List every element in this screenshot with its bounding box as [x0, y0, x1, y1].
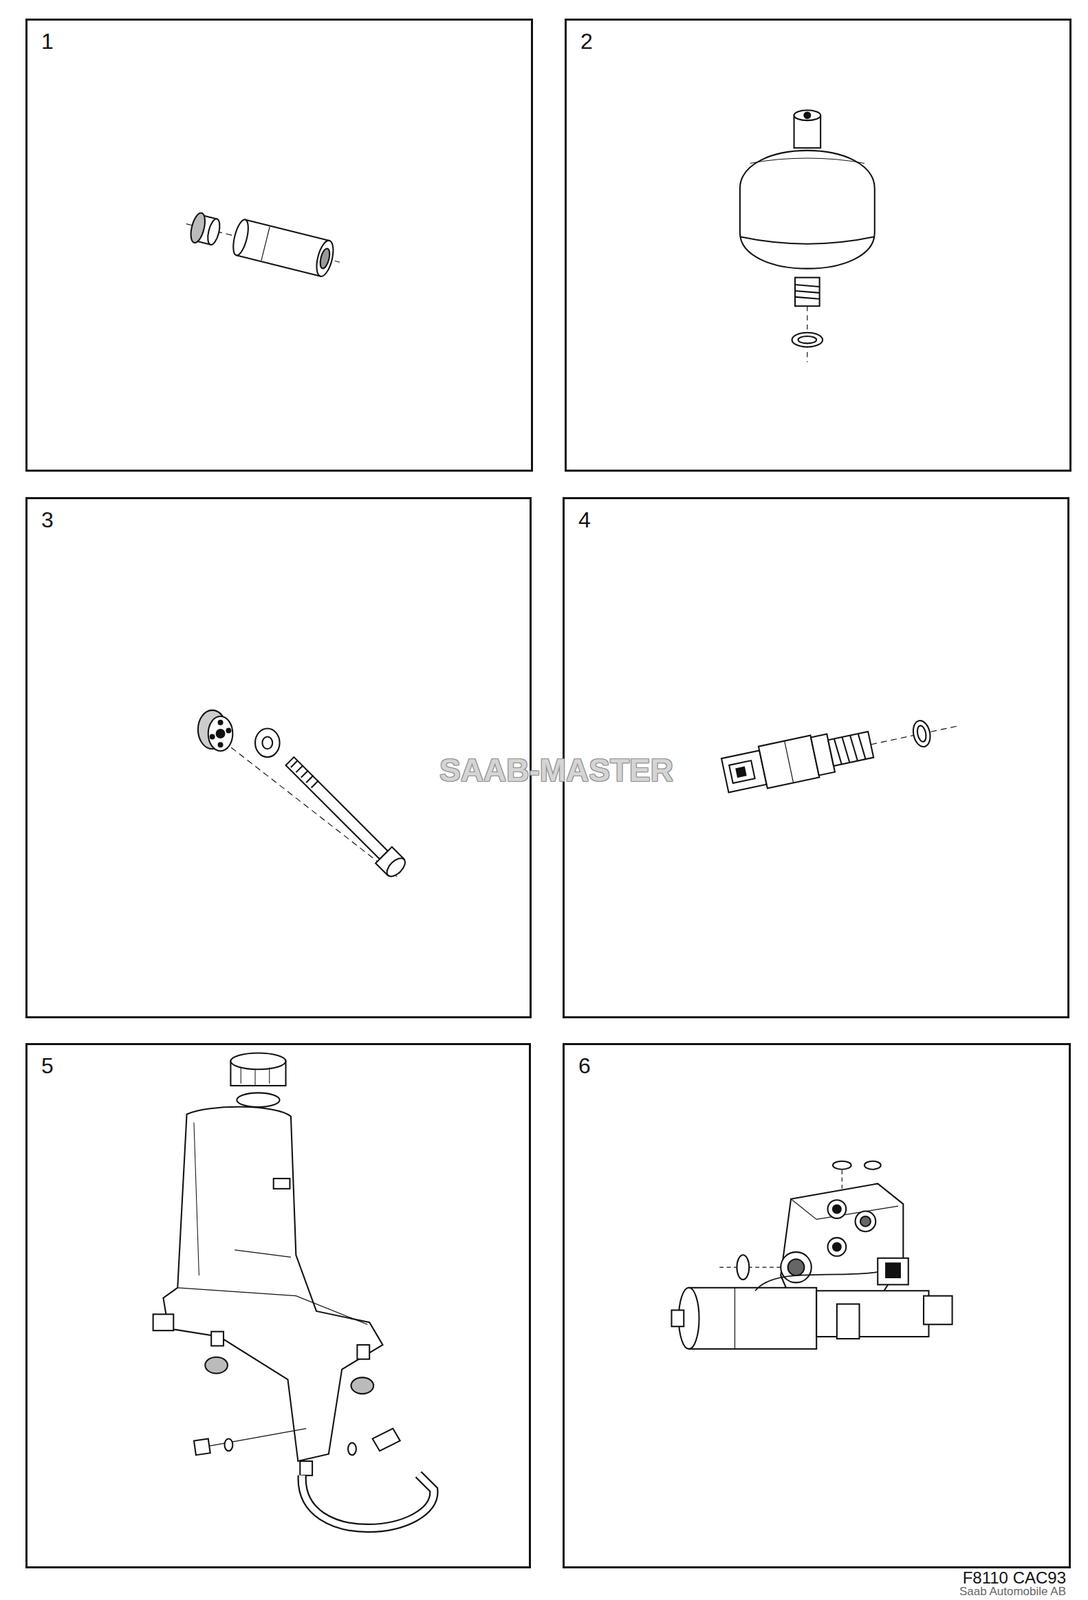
watermark: SAAB-MASTER	[439, 754, 674, 787]
callout-number: 6	[578, 1054, 591, 1077]
accumulator-drawing	[740, 110, 875, 363]
valve-unit-drawing	[671, 1161, 952, 1350]
bushing-drawing	[181, 206, 344, 280]
copyright-note: Saab Automobile AB	[959, 1585, 1066, 1598]
callout-number: 3	[41, 508, 54, 531]
callout-number: 2	[580, 30, 593, 53]
callout-number: 5	[41, 1054, 54, 1077]
figure-code: F8110 CAC93	[962, 1570, 1066, 1587]
callout-number: 1	[41, 30, 54, 53]
bolt-drawing	[198, 710, 409, 880]
callout-number: 4	[578, 508, 591, 531]
figure-panel: 5	[25, 1043, 531, 1569]
reservoir-drawing	[153, 1052, 434, 1529]
sensor-drawing	[720, 705, 962, 798]
figure-panel: 2	[564, 18, 1072, 472]
figure-panel: 6	[562, 1043, 1071, 1569]
figure-panel: 1	[25, 18, 533, 472]
